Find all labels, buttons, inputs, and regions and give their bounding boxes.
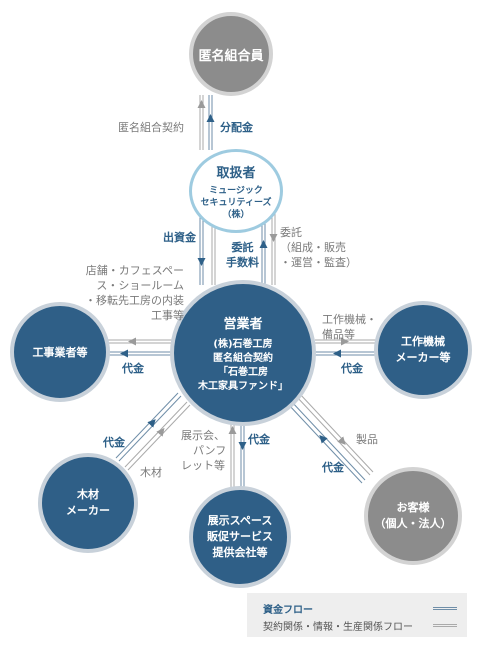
payment-exhibition-label: 代金 <box>248 433 270 446</box>
machine-goods-line-1: 工作機械・ <box>322 313 377 326</box>
operator-name-2: 匿名組合契約 <box>213 352 273 364</box>
exhibition-label-2: 販促サービス <box>207 530 273 543</box>
commission-fee-line-2: 手数料 <box>226 256 259 269</box>
distribution-flow-line <box>206 95 215 150</box>
legend-info-flow: 契約関係・情報・生産関係フロー <box>263 622 413 633</box>
exhibition-items-line-1: 展示会、 <box>181 429 225 442</box>
exhibition-label-1: 展示スペース <box>207 514 273 527</box>
exhibition-label-3: 提供会社等 <box>212 546 268 559</box>
payment-contractors-label: 代金 <box>122 362 144 375</box>
exhibition-items-label: 展示会、 パンフ レット等 <box>181 428 226 473</box>
exhibition-node: 展示スペース 販促サービス 提供会社等 <box>189 486 291 588</box>
handler-title: 取扱者 <box>216 165 256 181</box>
shop-line-1: 店舗・カフェスペー <box>85 264 184 277</box>
customers-label-1: お客様 <box>396 501 430 514</box>
commission-line-2: （組成・販売 <box>280 241 346 254</box>
lumber-maker-label-2: メーカー <box>66 504 110 517</box>
shop-line-2: ス・ショールーム <box>96 279 184 292</box>
contractors-label: 工事業者等 <box>32 346 88 359</box>
legend: 資金フロー 契約関係・情報・生産関係フロー <box>247 593 467 637</box>
handler-name-1: ミュージック <box>209 185 263 196</box>
handler-name-3: （株） <box>222 209 250 220</box>
operator-name-4: 木工家具ファンド」 <box>198 380 288 392</box>
lumber-flow-line <box>115 392 191 471</box>
commission-line-1: 委託 <box>280 226 302 239</box>
legend-info-swatch <box>433 624 457 627</box>
operator-node: 営業者 (株)石巻工房 匿名組合契約 「石巻工房 木工家具ファンド」 <box>170 280 316 426</box>
lumber-maker-node: 木材 メーカー <box>38 453 138 553</box>
contract-flow-line <box>197 95 206 150</box>
exhibition-items-line-2: パンフ <box>193 444 227 457</box>
machine-maker-flow-line <box>315 337 378 358</box>
payment-lumber-label: 代金 <box>103 436 125 449</box>
commission-label: 委託 （組成・販売 ・運営・監査） <box>280 225 357 270</box>
commission-fee-line-1: 委託 <box>231 241 254 254</box>
machine-goods-line-2: 備品等 <box>322 328 355 341</box>
handler-name-2: セキュリティーズ <box>200 197 272 208</box>
contractors-flow-line <box>108 337 172 358</box>
machine-maker-label-2: メーカー等 <box>395 351 451 364</box>
payment-customers-label: 代金 <box>322 461 344 474</box>
machine-maker-label-1: 工作機械 <box>401 335 445 348</box>
payment-machine-label: 代金 <box>341 362 363 375</box>
investors-label: 匿名組合員 <box>198 48 264 64</box>
commission-line-3: ・運営・監査） <box>280 256 357 269</box>
customers-flow-line <box>287 392 374 484</box>
contractors-node: 工事業者等 <box>10 302 110 402</box>
operator-name-3: 「石巻工房 <box>218 366 268 378</box>
investment-label: 出資金 <box>163 231 196 244</box>
operator-name-1: (株)石巻工房 <box>213 338 273 350</box>
lumber-maker-label-1: 木材 <box>77 488 99 501</box>
operator-title: 営業者 <box>223 316 263 332</box>
handler-node: 取扱者 ミュージック セキュリティーズ （株） <box>189 149 283 233</box>
shop-line-3: ・移転先工房の内装 <box>85 294 184 307</box>
lumber-label: 木材 <box>140 466 162 479</box>
exhibition-items-line-3: レット等 <box>181 459 225 472</box>
commission-fee-label: 委託 手数料 <box>226 240 259 270</box>
product-label: 製品 <box>356 433 378 446</box>
customers-node: お客様 （個人・法人） <box>364 467 462 565</box>
shop-line-4: 工事等 <box>151 309 184 322</box>
customers-label-2: （個人・法人） <box>374 517 452 530</box>
machine-maker-node: 工作機械 メーカー等 <box>374 301 472 399</box>
distribution-label: 分配金 <box>220 121 253 134</box>
exhibition-flow-line <box>228 420 247 490</box>
investors-node: 匿名組合員 <box>189 12 273 96</box>
shop-label: 店舗・カフェスペー ス・ショールーム ・移転先工房の内装 工事等 <box>70 263 184 323</box>
machine-goods-label: 工作機械・ 備品等 <box>322 312 377 342</box>
contract-label: 匿名組合契約 <box>118 121 184 134</box>
legend-money-flow: 資金フロー <box>263 605 313 616</box>
legend-money-swatch <box>433 607 457 610</box>
